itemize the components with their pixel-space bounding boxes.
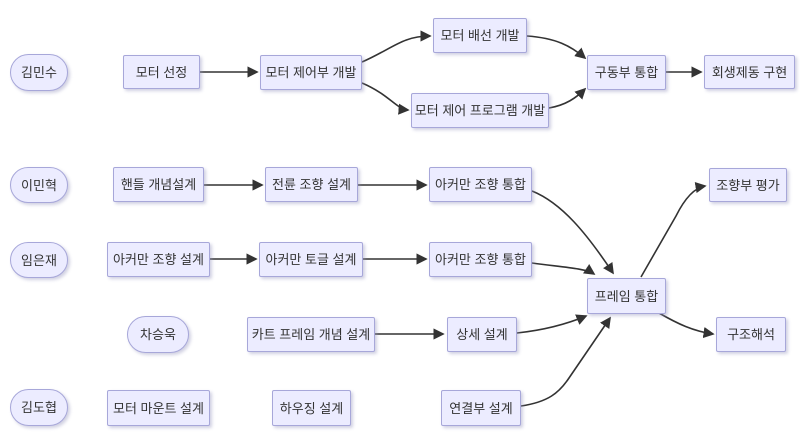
task-motor-wiring-dev[interactable]: 모터 배선 개발 <box>433 18 527 53</box>
task-kart-frame-concept-design[interactable]: 카트 프레임 개념 설계 <box>247 317 375 352</box>
person-cha-seungwook[interactable]: 차승욱 <box>127 316 189 353</box>
edge-t16-t17 <box>658 312 715 339</box>
edge-t16-t10 <box>640 182 707 278</box>
edge-t9-t16 <box>531 190 614 275</box>
edge-t4-t5 <box>548 87 587 109</box>
person-kim-dohyeop[interactable]: 김도협 <box>10 389 68 426</box>
task-detail-design[interactable]: 상세 설계 <box>447 317 517 352</box>
task-motor-control-program-dev[interactable]: 모터 제어 프로그램 개발 <box>411 93 549 128</box>
person-kim-minsu[interactable]: 김민수 <box>10 54 68 91</box>
task-motor-controller-dev[interactable]: 모터 제어부 개발 <box>260 55 362 90</box>
person-im-eunjae[interactable]: 임은재 <box>10 242 68 278</box>
task-steering-evaluation[interactable]: 조향부 평가 <box>709 168 787 202</box>
task-motor-mount-design[interactable]: 모터 마운트 설계 <box>107 390 210 426</box>
task-housing-design[interactable]: 하우징 설계 <box>272 390 351 426</box>
task-motor-selection[interactable]: 모터 선정 <box>123 55 200 89</box>
task-ackermann-steering-integration-2[interactable]: 아커만 조향 통합 <box>429 242 532 277</box>
task-drivetrain-integration[interactable]: 구동부 통합 <box>587 55 666 90</box>
task-ackermann-steering-integration-1[interactable]: 아커만 조향 통합 <box>429 167 532 202</box>
edge-t13-t16 <box>531 262 596 275</box>
task-front-steering-design[interactable]: 전륜 조향 설계 <box>265 167 358 202</box>
task-structural-analysis[interactable]: 구조해석 <box>716 317 786 352</box>
edge-t15-t16 <box>516 314 588 334</box>
task-regen-braking[interactable]: 회생제동 구현 <box>704 55 795 89</box>
edge-t20-t16 <box>520 316 611 407</box>
task-ackermann-steering-design[interactable]: 아커만 조향 설계 <box>107 242 210 277</box>
task-frame-integration[interactable]: 프레임 통합 <box>587 278 666 314</box>
edge-t2-t3 <box>361 30 432 63</box>
task-ackermann-toggle-design[interactable]: 아커만 토글 설계 <box>259 242 363 277</box>
task-connector-design[interactable]: 연결부 설계 <box>441 390 521 426</box>
edge-t2-t4 <box>361 82 410 115</box>
person-lee-minhyuk[interactable]: 이민혁 <box>10 167 68 203</box>
task-handle-concept-design[interactable]: 핸들 개념설계 <box>113 167 204 202</box>
edge-t3-t5 <box>526 35 587 60</box>
